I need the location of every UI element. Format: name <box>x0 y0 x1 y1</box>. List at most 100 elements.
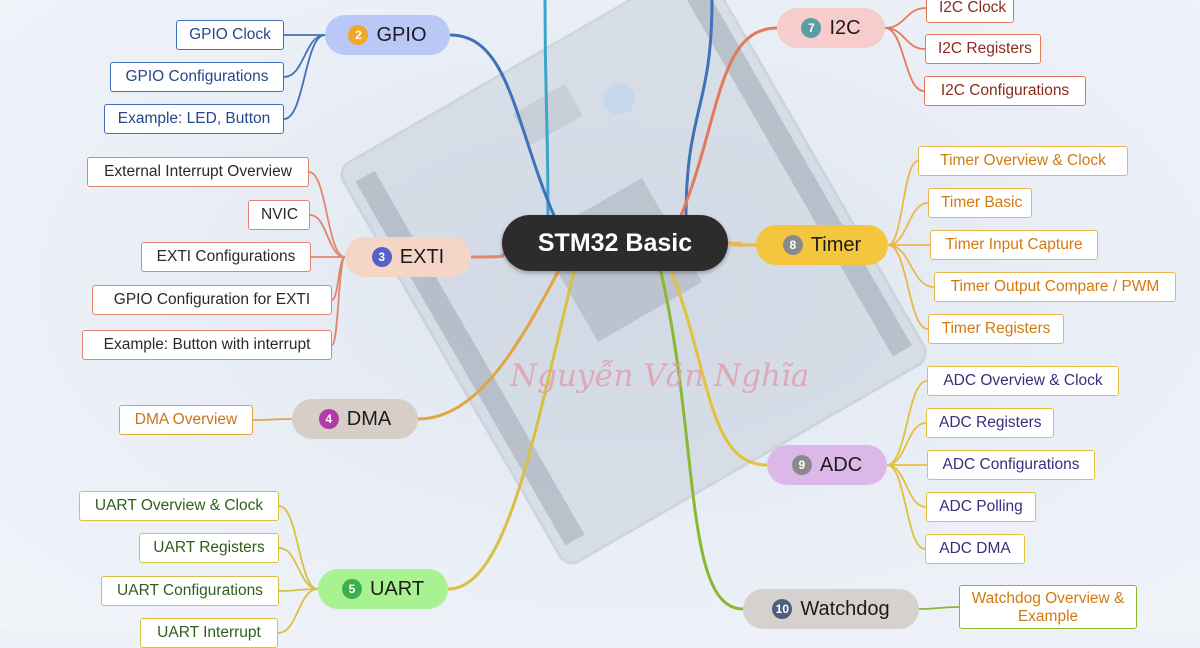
link-center-gpio <box>449 33 557 219</box>
branch-label: UART <box>369 577 425 600</box>
topic-timer-item[interactable]: Timer Output Compare / PWM <box>934 272 1176 302</box>
topic-label: ADC Configurations <box>942 456 1080 473</box>
topic-label: I2C Configurations <box>940 82 1070 99</box>
topic-timer-item[interactable]: Timer Registers <box>928 314 1064 344</box>
topic-label: ADC DMA <box>939 540 1011 557</box>
branch-watchdog[interactable]: 10 Watchdog <box>743 589 919 629</box>
board-reset-button <box>603 82 636 115</box>
link-exti-leaf <box>309 214 346 258</box>
central-topic[interactable]: STM32 Basic <box>502 215 728 271</box>
link-i2c-leaf <box>884 7 927 29</box>
topic-exti-item[interactable]: EXTI Configurations <box>141 242 311 272</box>
central-topic-label: STM32 Basic <box>537 228 693 257</box>
offscreen-branch-link <box>543 0 550 219</box>
link-gpio-leaf <box>283 34 326 78</box>
branch-label: Watchdog <box>800 597 890 620</box>
branch-exti[interactable]: 3 EXTI <box>345 237 471 277</box>
link-center-adc <box>668 267 768 467</box>
topic-timer-item[interactable]: Timer Basic <box>928 188 1032 218</box>
topic-label: ADC Overview & Clock <box>943 372 1103 389</box>
link-timer-leaf <box>887 202 929 246</box>
topic-watchdog-item[interactable]: Watchdog Overview & Example <box>959 585 1137 629</box>
topic-label: GPIO Clock <box>189 26 271 43</box>
topic-i2c-item[interactable]: I2C Clock <box>926 0 1014 23</box>
link-uart-leaf <box>278 547 319 590</box>
topic-adc-item[interactable]: ADC Overview & Clock <box>927 366 1119 396</box>
author-watermark: Nguyễn Văn Nghĩa <box>510 358 810 394</box>
link-uart-leaf <box>278 505 319 590</box>
link-center-i2c <box>678 26 778 219</box>
branch-number-badge: 8 <box>782 235 803 255</box>
topic-adc-item[interactable]: ADC DMA <box>925 534 1025 564</box>
topic-label: NVIC <box>261 206 299 223</box>
topic-adc-item[interactable]: ADC Configurations <box>927 450 1095 480</box>
topic-label: I2C Clock <box>939 0 1007 16</box>
topic-label: EXTI Configurations <box>156 248 296 265</box>
link-adc-leaf <box>886 380 928 466</box>
branch-label: Timer <box>810 233 862 256</box>
link-center-dma <box>417 267 562 421</box>
topic-adc-item[interactable]: ADC Polling <box>926 492 1036 522</box>
connector-lines <box>252 0 960 634</box>
branch-number-badge: 10 <box>772 599 793 619</box>
topic-label: GPIO Configurations <box>125 68 269 85</box>
topic-timer-item[interactable]: Timer Input Capture <box>930 230 1098 260</box>
branch-number-badge: 2 <box>348 25 369 45</box>
topic-label: UART Interrupt <box>157 624 261 641</box>
link-adc-leaf <box>886 422 927 466</box>
topic-uart-item[interactable]: UART Overview & Clock <box>79 491 279 521</box>
topic-label: ADC Registers <box>939 414 1042 431</box>
topic-uart-item[interactable]: UART Interrupt <box>140 618 278 648</box>
branch-gpio[interactable]: 2 GPIO <box>325 15 450 55</box>
branch-timer[interactable]: 8 Timer <box>756 225 888 265</box>
topic-label: GPIO Configuration for EXTI <box>113 291 311 308</box>
branch-label: GPIO <box>376 23 427 46</box>
topic-label: Example: LED, Button <box>117 110 271 127</box>
topic-label: Timer Registers <box>941 320 1051 337</box>
topic-label: DMA Overview <box>134 411 238 428</box>
topic-uart-item[interactable]: UART Configurations <box>101 576 279 606</box>
topic-label: ADC Polling <box>939 498 1023 515</box>
topic-gpio-item[interactable]: GPIO Clock <box>176 20 284 50</box>
branch-number-badge: 7 <box>801 18 822 38</box>
topic-dma-item[interactable]: DMA Overview <box>119 405 253 435</box>
branch-label: EXTI <box>399 245 445 268</box>
topic-uart-item[interactable]: UART Registers <box>139 533 279 563</box>
link-center-timer <box>727 241 757 247</box>
branch-label: DMA <box>346 407 392 430</box>
topic-exti-item[interactable]: Example: Button with interrupt <box>82 330 332 360</box>
topic-i2c-item[interactable]: I2C Configurations <box>924 76 1086 106</box>
link-timer-leaf <box>887 244 929 330</box>
topic-exti-item[interactable]: GPIO Configuration for EXTI <box>92 285 332 315</box>
topic-label: Example: Button with interrupt <box>103 336 311 353</box>
branch-uart[interactable]: 5 UART <box>318 569 448 609</box>
branch-dma[interactable]: 4 DMA <box>292 399 418 439</box>
topic-gpio-item[interactable]: GPIO Configurations <box>110 62 284 92</box>
topic-adc-item[interactable]: ADC Registers <box>926 408 1054 438</box>
topic-label: External Interrupt Overview <box>104 163 292 180</box>
topic-label: UART Overview & Clock <box>94 497 264 514</box>
link-timer-leaf <box>887 244 935 288</box>
branch-number-badge: 4 <box>318 409 339 429</box>
link-center-watchdog <box>658 267 744 611</box>
link-gpio-leaf <box>283 34 326 120</box>
branch-number-badge: 5 <box>341 579 362 599</box>
branch-number-badge: 9 <box>791 455 812 475</box>
branch-number-badge: 3 <box>371 247 392 267</box>
topic-exti-item[interactable]: NVIC <box>248 200 310 230</box>
topic-label: I2C Registers <box>938 40 1032 57</box>
link-i2c-leaf <box>884 27 925 92</box>
topic-i2c-item[interactable]: I2C Registers <box>925 34 1041 64</box>
topic-label: Watchdog Overview & Example <box>971 590 1125 625</box>
link-center-uart <box>447 267 577 591</box>
link-uart-leaf <box>277 588 319 634</box>
topic-timer-item[interactable]: Timer Overview & Clock <box>918 146 1128 176</box>
topic-exti-item[interactable]: External Interrupt Overview <box>87 157 309 187</box>
link-exti-leaf <box>331 256 346 346</box>
topic-label: Timer Input Capture <box>945 236 1083 253</box>
offscreen-branch-link <box>684 0 714 219</box>
topic-gpio-item[interactable]: Example: LED, Button <box>104 104 284 134</box>
